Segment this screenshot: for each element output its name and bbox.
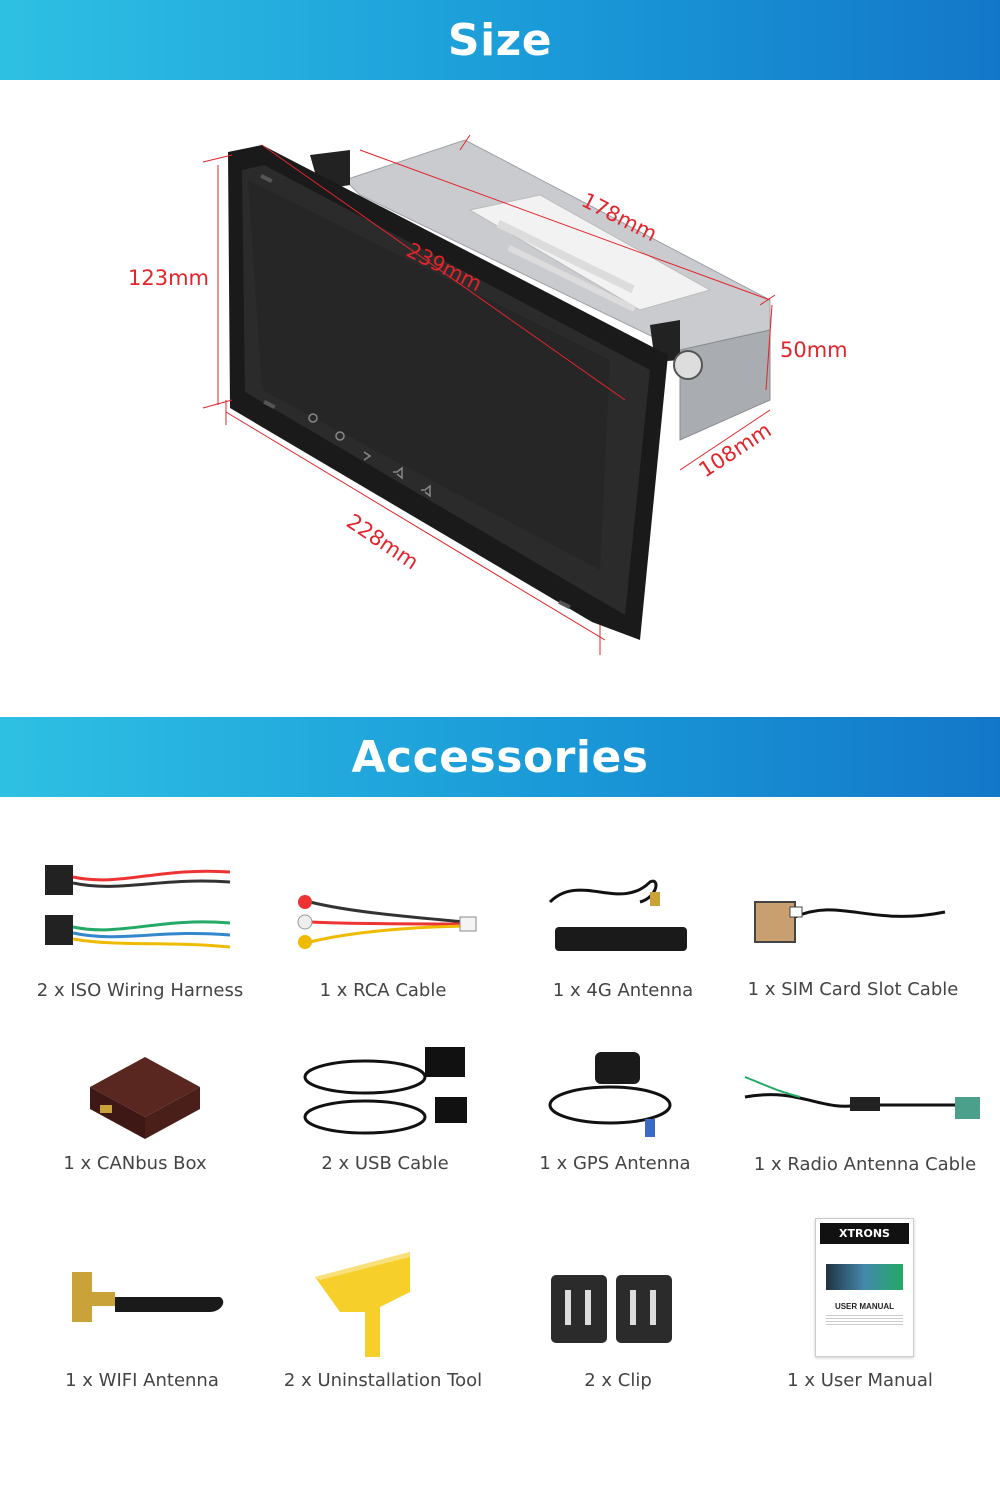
volume-up-icon	[393, 466, 403, 480]
accessory-label: 1 x GPS Antenna	[539, 1153, 691, 1174]
accessory-label: 2 x Clip	[584, 1370, 652, 1391]
accessory-label: 1 x 4G Antenna	[552, 980, 694, 1001]
size-section-banner: Size	[0, 0, 1000, 80]
usb-cable-icon	[303, 1047, 467, 1135]
sim-cable-icon	[754, 901, 946, 943]
iso-harness-icon	[45, 865, 231, 949]
power-button-icon	[308, 413, 318, 423]
accessory-label: 1 x CANbus Box	[63, 1153, 207, 1174]
width-front-label: 228mm	[342, 509, 423, 574]
panel-buttons	[308, 413, 431, 498]
accessory-label: 1 x RCA Cable	[319, 980, 447, 1001]
diagonal-line	[261, 144, 626, 401]
uninstall-tool-icon	[315, 1252, 410, 1357]
manual-brand: XTRONS	[820, 1223, 909, 1244]
gps-antenna-icon	[548, 1052, 672, 1137]
accessory-label: 1 x SIM Card Slot Cable	[747, 979, 959, 1000]
device-front-panel	[228, 145, 668, 640]
dimension-figure: 123mm 178mm 239mm 50mm 108mm 228mm	[128, 134, 848, 655]
radio-cable-icon	[744, 1076, 980, 1119]
clip-icon	[551, 1275, 672, 1343]
4g-antenna-icon	[548, 879, 687, 951]
height-front-label: 123mm	[128, 266, 209, 290]
home-button-icon	[335, 431, 345, 441]
volume-down-icon	[421, 484, 431, 498]
accessory-label: 2 x Uninstallation Tool	[283, 1370, 483, 1391]
canbus-box-icon	[90, 1057, 200, 1139]
accessory-label: 1 x Radio Antenna Cable	[753, 1154, 977, 1175]
accessories-section-title: Accessories	[351, 731, 649, 783]
accessory-label: 2 x ISO Wiring Harness	[36, 980, 244, 1001]
width-front-line	[225, 411, 606, 641]
dimension-lines	[202, 134, 776, 655]
user-manual-icon: XTRONS USER MANUAL	[815, 1218, 914, 1357]
size-section-title: Size	[447, 14, 553, 66]
rca-cable-icon	[297, 895, 477, 949]
accessories-section-banner: Accessories	[0, 717, 1000, 797]
accessory-label: 1 x WIFI Antenna	[65, 1370, 219, 1391]
width-back-line	[359, 149, 771, 301]
manual-title: USER MANUAL	[834, 1302, 895, 1311]
depth-height-label: 50mm	[780, 338, 848, 362]
back-button-icon	[363, 451, 372, 461]
depth-line	[679, 409, 771, 471]
accessory-label: 2 x USB Cable	[321, 1153, 449, 1174]
wifi-antenna-icon	[72, 1272, 224, 1322]
manual-cover-screen	[826, 1264, 903, 1290]
accessories-grid: 2 x ISO Wiring Harness 1 x RCA Cable 1 x…	[0, 797, 1000, 1486]
depth-height-line	[765, 304, 773, 391]
accessory-label: 1 x User Manual	[787, 1370, 933, 1391]
